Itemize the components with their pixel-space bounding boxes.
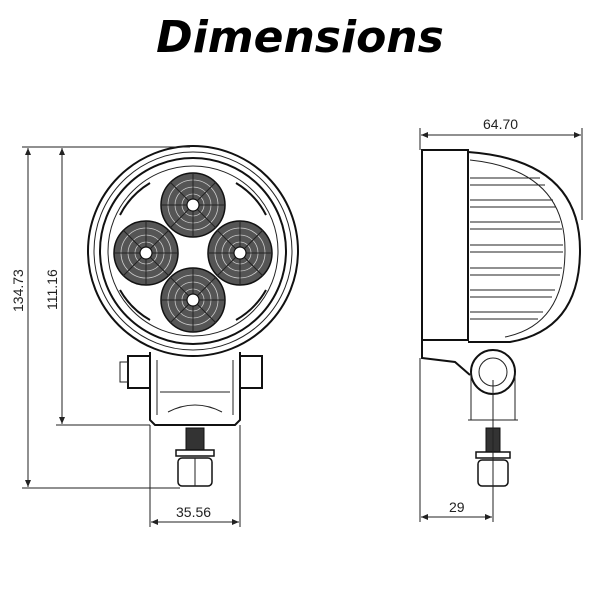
side-dimensions: 64.70 29 [419,116,583,522]
dim-bracket-width: 35.56 [176,504,211,520]
side-view [421,149,582,487]
dim-overall-height: 134.73 [10,269,26,312]
page-title: Dimensions [156,12,444,63]
heatsink-body [467,151,582,343]
mounting-bracket [119,352,263,426]
led-bottom [160,267,226,333]
cable-gland [175,427,215,487]
dim-mount-offset: 29 [449,499,465,515]
led-top [160,172,226,238]
led-left [113,220,179,286]
front-view [87,145,299,487]
dim-depth: 64.70 [483,116,518,132]
led-right [207,220,273,286]
dim-housing-height: 111.16 [44,269,60,310]
front-dimensions: 134.73 111.16 35.56 [10,146,241,527]
front-bezel [421,149,469,341]
heatsink-fins [470,177,563,320]
housing-outer-ring [87,145,299,357]
